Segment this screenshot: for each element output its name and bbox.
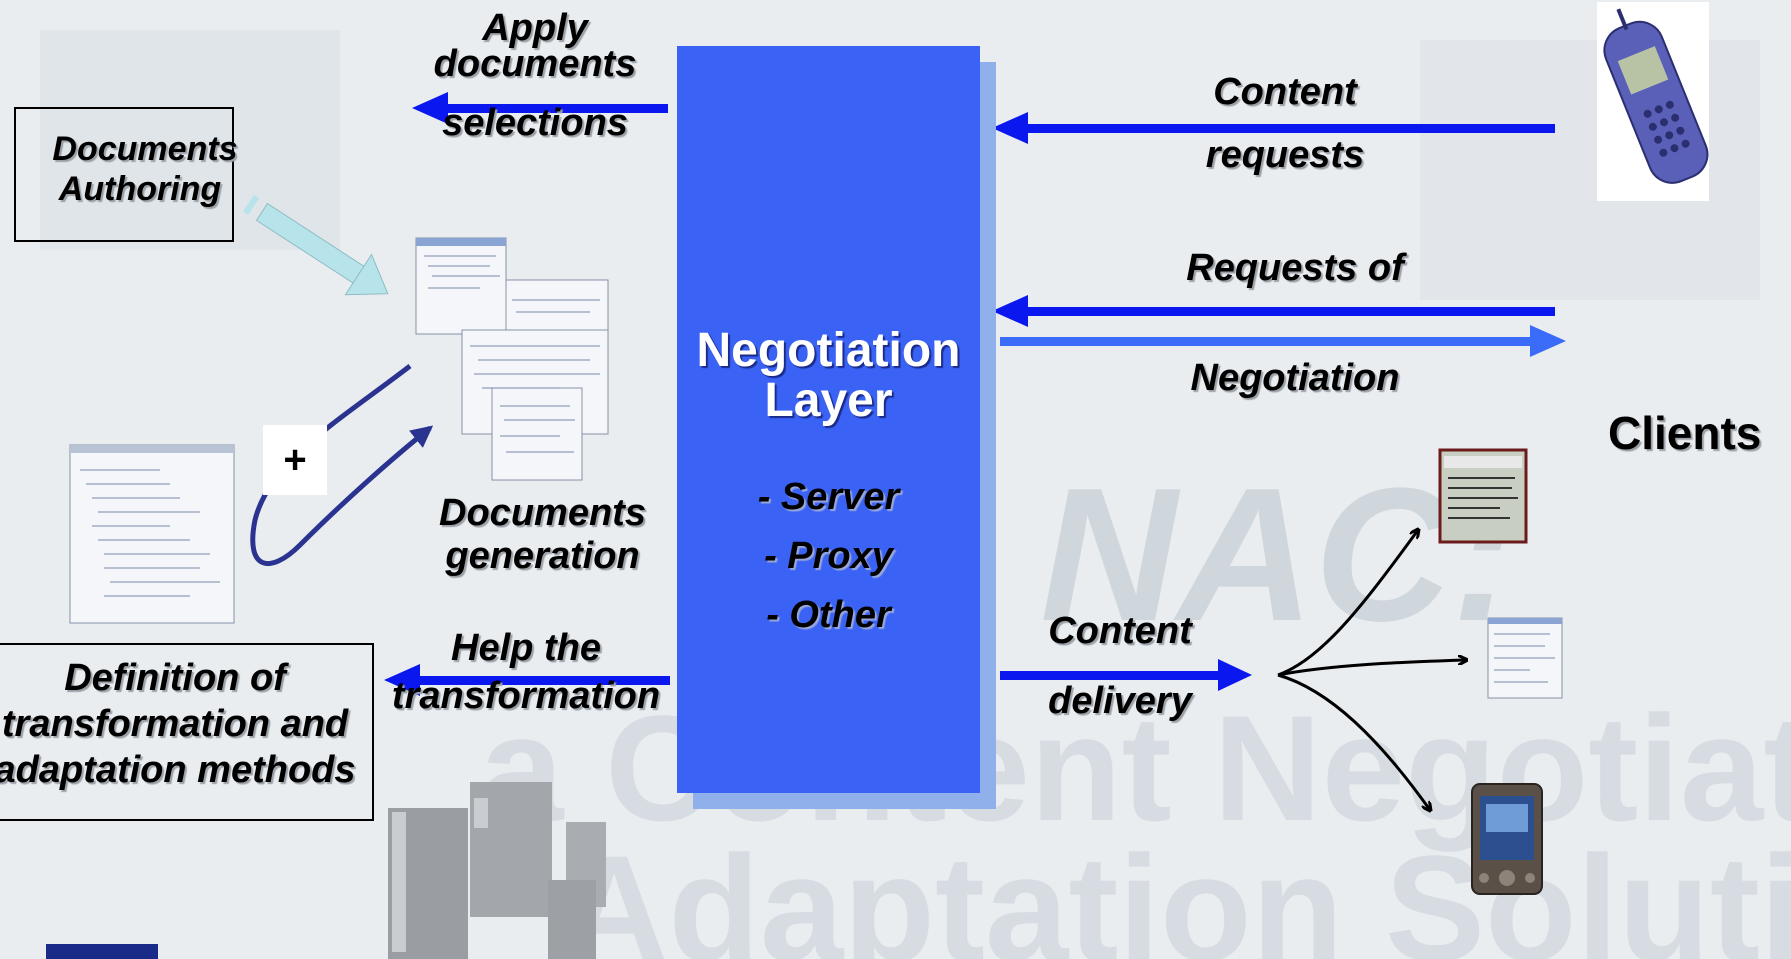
generated-documents	[415, 237, 609, 481]
help-transformation-line2: transformation	[391, 675, 661, 717]
content-delivery-line1: Content	[1048, 610, 1192, 652]
documents-generation-label: Documents generation	[420, 492, 665, 578]
negotiation-layer-box: Negotiation Layer - Server - Proxy - Oth…	[677, 46, 980, 793]
apply-selections-line1: Apply	[482, 7, 588, 49]
client-pda	[1471, 783, 1543, 895]
requests-negotiation-line2: Negotiation	[1190, 357, 1400, 399]
negotiation-layer-title-line1: Negotiation	[696, 324, 961, 377]
documents-generation-line2: generation	[445, 535, 640, 577]
help-transformation-line1: Help the	[451, 627, 601, 669]
content-delivery-label: Content delivery	[1010, 611, 1230, 721]
authoring-arrow	[243, 194, 389, 296]
layer-item-other: - Other	[766, 594, 891, 636]
arrow-to-pda-device	[1277, 673, 1430, 810]
definition-label: Definition of transformation and adaptat…	[0, 655, 390, 793]
content-requests-line1: Content	[1213, 71, 1357, 113]
content-delivery-line2: delivery	[1048, 680, 1192, 722]
logo	[46, 944, 158, 959]
client-phone-screen	[1438, 448, 1528, 544]
server-illustration	[388, 782, 606, 959]
documents-authoring-label: Documents Authoring	[20, 129, 270, 209]
definition-line3: adaptation methods	[0, 749, 356, 791]
requests-negotiation-line1: Requests of	[1186, 247, 1404, 289]
arrow-negotiation-request	[992, 295, 1555, 327]
negotiation-layer-title: Negotiation Layer	[677, 326, 980, 426]
arrow-apply-selections	[412, 92, 668, 124]
definition-line2: transformation and	[1, 703, 349, 745]
documents-generation-line1: Documents	[439, 492, 646, 534]
apply-selections-label: Apply documents selections	[415, 8, 655, 166]
arrow-help-transformation	[384, 664, 670, 696]
clients-label: Clients	[1608, 407, 1762, 459]
mobile-phone-image	[1597, 2, 1709, 201]
arrow-to-phone-device	[1277, 530, 1418, 677]
arrow-negotiation-response	[1000, 325, 1566, 357]
layer-item-server: - Server	[757, 476, 900, 518]
content-requests-line2: requests	[1205, 134, 1365, 176]
documents-authoring-line1: Documents	[52, 130, 238, 168]
apply-selections-line2: documents	[433, 43, 637, 85]
client-desktop-screen	[1487, 617, 1563, 699]
requests-negotiation-label: Requests of Negotiation	[1150, 248, 1440, 398]
watermark-nac: NAC:	[1040, 449, 1515, 661]
watermark-line3: Adaptation Solution	[560, 824, 1791, 959]
documents-authoring-line2: Authoring	[58, 170, 222, 208]
documents-authoring-box	[14, 107, 234, 242]
arrow-content-requests	[992, 112, 1555, 144]
layer-item-proxy: - Proxy	[764, 535, 893, 577]
negotiation-layer-title-line2: Layer	[764, 374, 893, 427]
definition-line1: Definition of	[64, 657, 286, 699]
content-requests-label: Content requests	[1160, 72, 1410, 198]
transformation-definition-screenshot	[69, 444, 235, 624]
plus-sign: +	[263, 425, 327, 495]
arrow-content-delivery	[1000, 659, 1252, 691]
help-transformation-label: Help the transformation	[376, 628, 676, 724]
apply-selections-line3: selections	[442, 102, 628, 144]
arrow-to-screen-device	[1277, 660, 1466, 677]
definition-box	[0, 643, 374, 821]
